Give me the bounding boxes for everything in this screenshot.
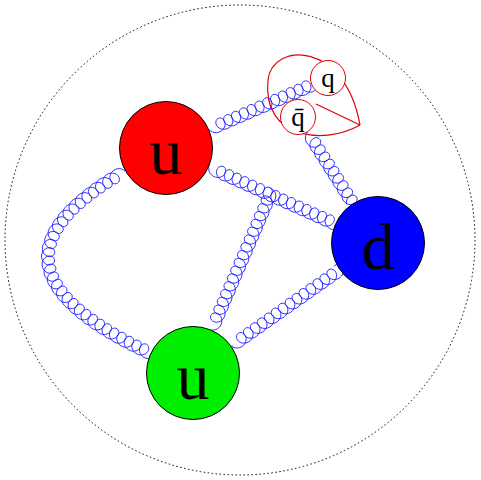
- gluon-spring: [231, 264, 343, 348]
- quark-label: q̄: [291, 104, 305, 131]
- quark-loop-line: [316, 104, 360, 125]
- gluon-spring: [305, 132, 357, 204]
- gluon-spring: [209, 81, 318, 133]
- gluon-spring: [210, 188, 275, 330]
- gluon-spring: [209, 166, 342, 229]
- quark-label: u: [150, 119, 183, 185]
- quark-label: u: [177, 344, 210, 410]
- quark-ball: u: [146, 326, 240, 420]
- quark-label: q: [321, 65, 335, 92]
- quark-label: d: [362, 214, 395, 280]
- quark-ball: u: [119, 101, 213, 195]
- gluon-spring: [41, 169, 156, 359]
- proton-boundary: [5, 5, 475, 475]
- sea-quark: q̄: [280, 99, 316, 135]
- quark-loop: [268, 55, 360, 136]
- sea-quark: q: [310, 60, 346, 96]
- quark-ball: d: [331, 196, 425, 290]
